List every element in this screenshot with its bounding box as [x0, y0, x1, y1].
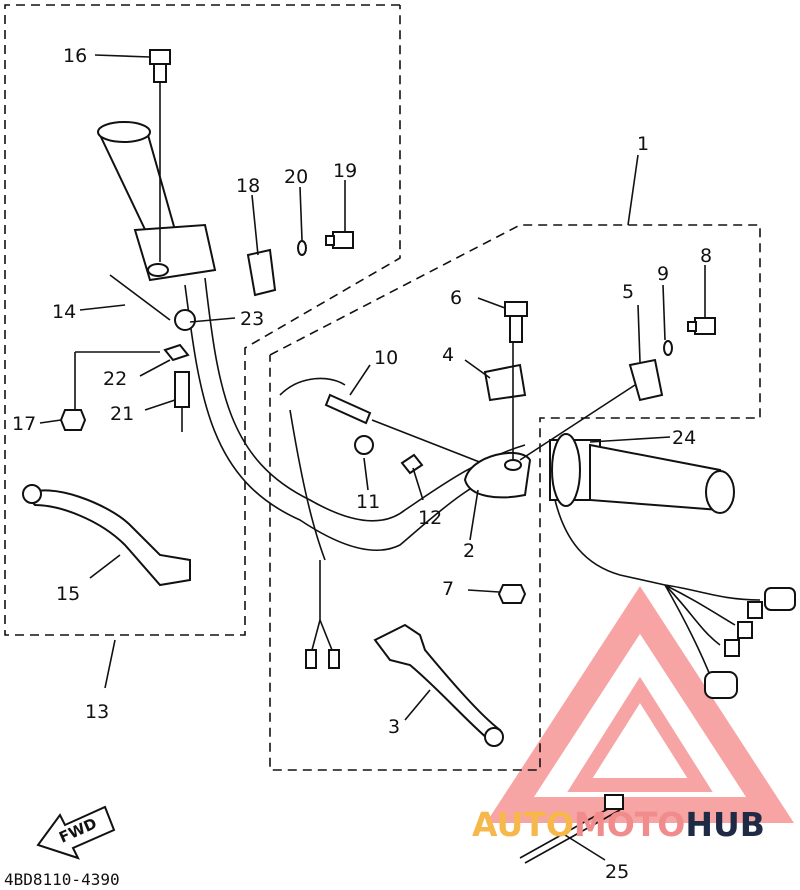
callout-12: 12: [418, 507, 442, 529]
callout-16: 16: [63, 45, 87, 67]
callout-18: 18: [236, 175, 260, 197]
callouts: 1 2 3 4 5 6 7 8 9 10 11 12 13 14 15 16 1…: [12, 45, 712, 883]
fwd-arrow: FWD: [36, 805, 116, 860]
callout-1: 1: [637, 133, 649, 155]
callout-22: 22: [103, 368, 127, 390]
callout-19: 19: [333, 160, 357, 182]
callout-4: 4: [442, 344, 454, 366]
callout-14: 14: [52, 301, 76, 323]
drawing-code: 4BD8110-4390: [4, 870, 120, 889]
callout-2: 2: [463, 540, 475, 562]
wire-harness: [305, 499, 796, 699]
callout-5: 5: [622, 281, 634, 303]
watermark-moto: MOTO: [574, 805, 685, 844]
group-13-boundary: [4, 4, 401, 636]
callout-7: 7: [442, 578, 454, 600]
watermark-auto: AUTO: [472, 805, 574, 844]
callout-20: 20: [284, 166, 308, 188]
callout-6: 6: [450, 287, 462, 309]
callout-13: 13: [85, 701, 109, 723]
cable-tie: [519, 794, 624, 864]
callout-25: 25: [605, 861, 629, 883]
handlebar: [184, 277, 526, 561]
leader-lines: [39, 54, 706, 861]
callout-10: 10: [374, 347, 398, 369]
watermark-hub: HUB: [685, 805, 765, 844]
group-1-boundary: [269, 224, 761, 771]
callout-23: 23: [240, 308, 264, 330]
callout-17: 17: [12, 413, 36, 435]
hardware: [59, 49, 716, 604]
callout-9: 9: [657, 263, 669, 285]
callout-21: 21: [110, 403, 134, 425]
perch-and-grip: [463, 342, 735, 514]
left-lever: [22, 484, 191, 587]
callout-15: 15: [56, 583, 80, 605]
watermark-logo: [486, 586, 794, 823]
throttle-grip: [97, 121, 217, 282]
right-lever: [373, 623, 504, 747]
watermark-text: AUTOMOTOHUB: [472, 805, 765, 844]
callout-3: 3: [388, 716, 400, 738]
callout-11: 11: [356, 491, 380, 513]
svg-text:AUTOMOTOHUB: AUTOMOTOHUB: [472, 805, 765, 844]
callout-24: 24: [672, 427, 696, 449]
callout-8: 8: [700, 245, 712, 267]
